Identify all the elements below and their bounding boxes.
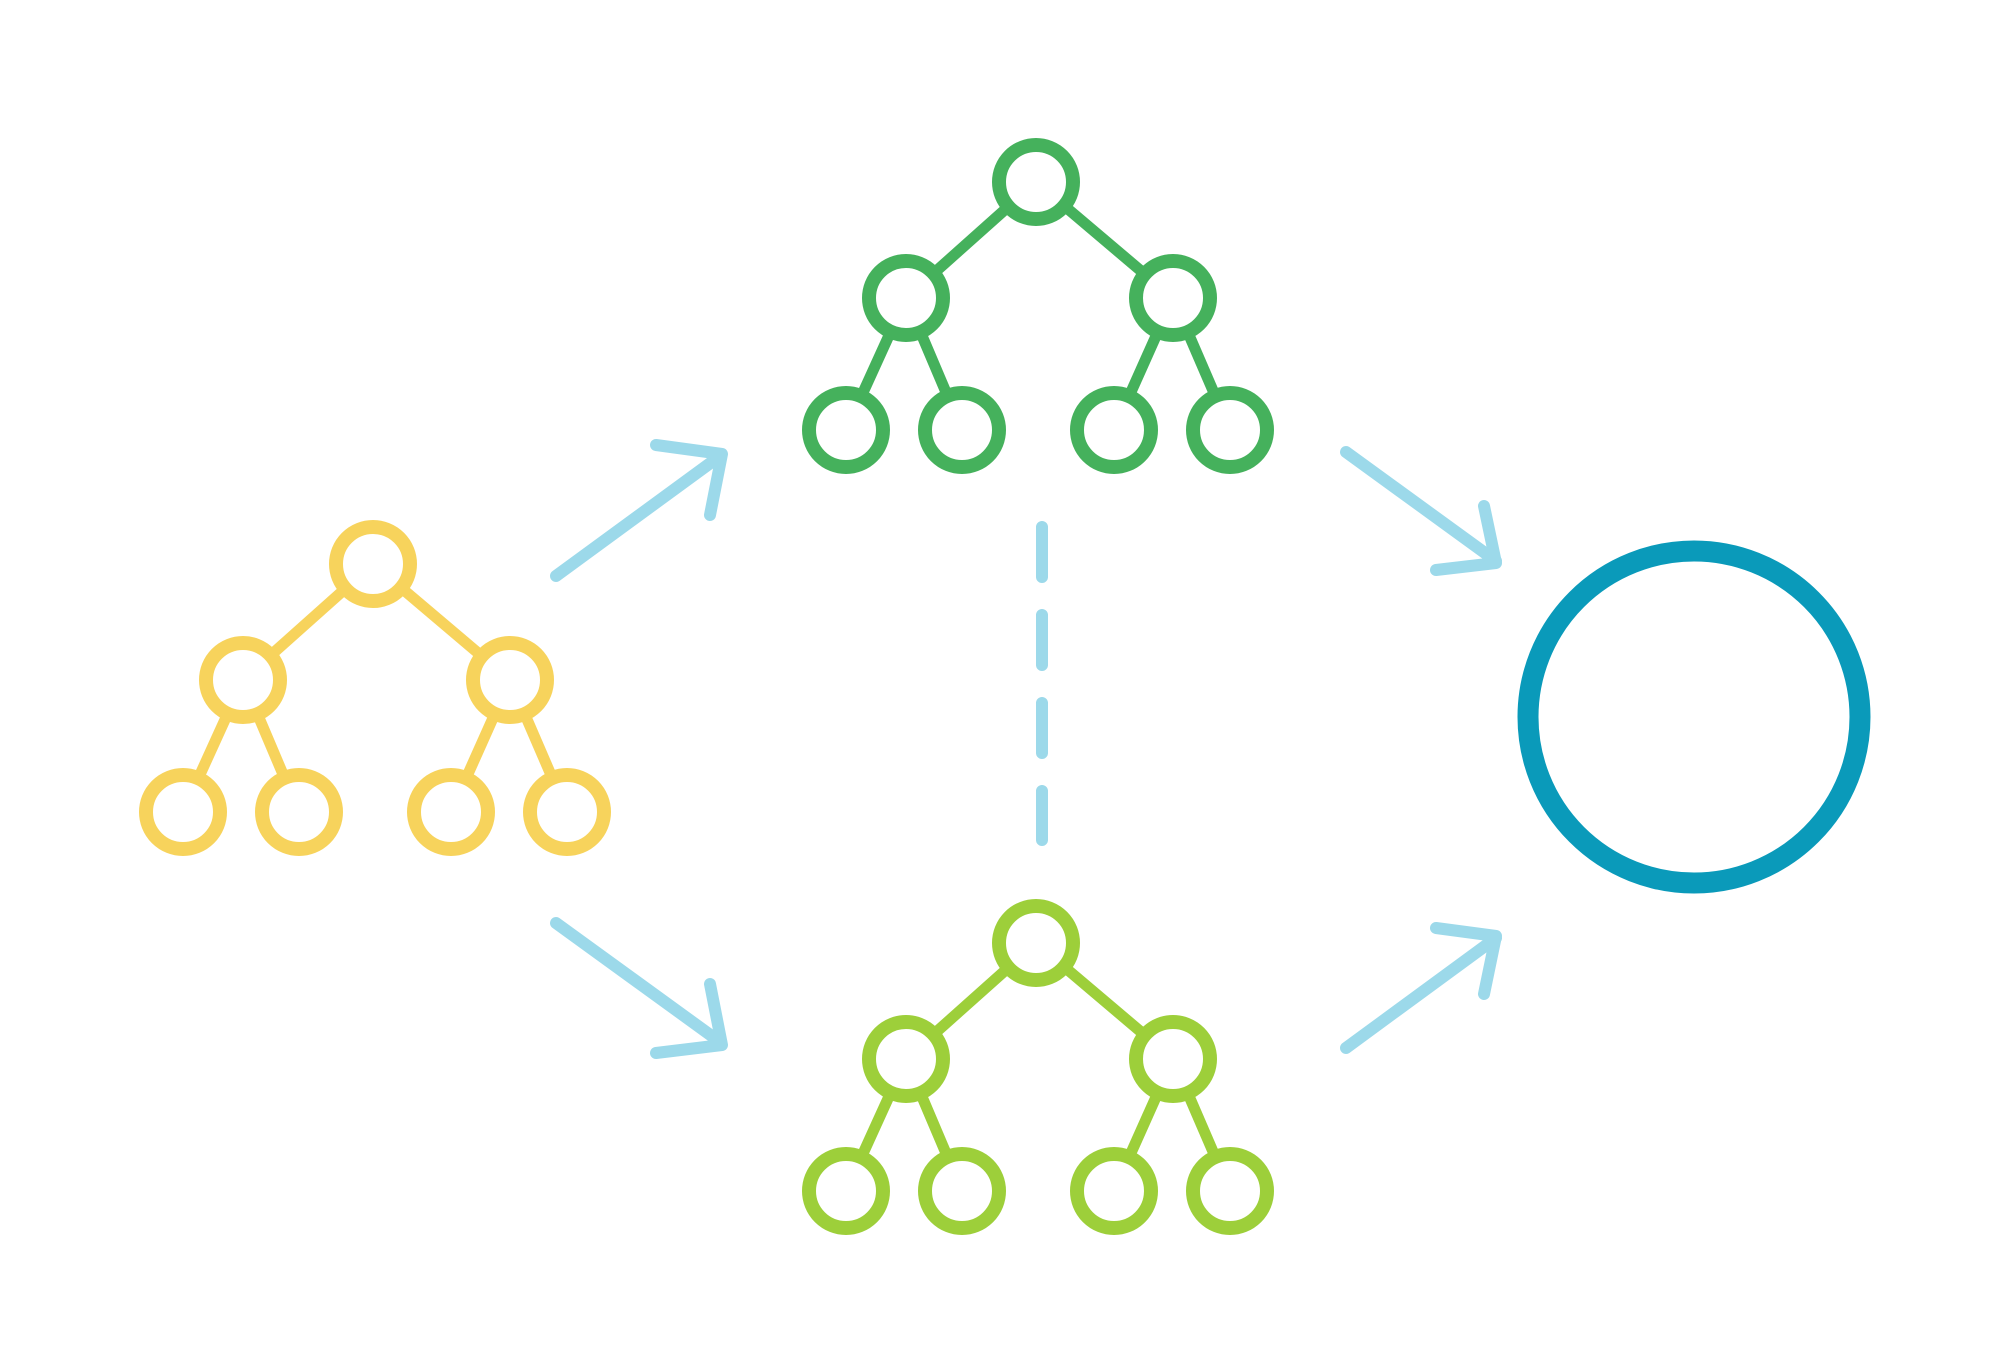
arrow-top-to-result xyxy=(1340,446,1502,576)
bottom-tree-edge xyxy=(916,1093,952,1157)
bottom-tree-edge xyxy=(857,1093,895,1157)
source-tree-node-5 xyxy=(407,768,495,856)
top-tree-node-6 xyxy=(1186,386,1274,474)
bottom-tree-edge xyxy=(932,965,1010,1037)
bottom-tree-node-3 xyxy=(802,1147,890,1235)
top-tree-node-1 xyxy=(862,254,950,342)
source-tree xyxy=(139,520,611,856)
arrow-source-to-top xyxy=(550,439,728,582)
source-tree-edge xyxy=(253,714,289,778)
top-tree-edge xyxy=(1125,332,1162,396)
top-tree xyxy=(802,138,1274,474)
source-tree-node-0 xyxy=(329,520,417,608)
top-tree-edge xyxy=(932,204,1010,276)
bottom-tree-node-5 xyxy=(1070,1147,1158,1235)
top-tree-node-2 xyxy=(1129,254,1217,342)
top-tree-edge xyxy=(1062,203,1147,277)
bottom-tree-node-0 xyxy=(992,899,1080,987)
top-tree-node-0 xyxy=(992,138,1080,226)
bottom-tree-node-4 xyxy=(918,1147,1006,1235)
bottom-tree-node-6 xyxy=(1186,1147,1274,1235)
top-tree-edge xyxy=(916,332,952,396)
source-tree-node-2 xyxy=(466,636,554,724)
source-tree-node-3 xyxy=(139,768,227,856)
source-tree-edge xyxy=(399,585,484,659)
bottom-tree-node-2 xyxy=(1129,1015,1217,1103)
top-tree-node-5 xyxy=(1070,386,1158,474)
arrow-bottom-to-result xyxy=(1340,922,1502,1054)
source-tree-edge xyxy=(194,714,232,778)
bottom-tree-edge xyxy=(1183,1093,1220,1157)
source-tree-node-6 xyxy=(523,768,611,856)
bottom-tree xyxy=(802,899,1274,1235)
result-circle-icon xyxy=(1517,540,1871,894)
top-tree-node-4 xyxy=(918,386,1006,474)
source-tree-edge xyxy=(520,714,557,778)
source-tree-node-4 xyxy=(255,768,343,856)
source-tree-node-1 xyxy=(199,636,287,724)
source-tree-edge xyxy=(462,714,499,778)
bottom-tree-node-1 xyxy=(862,1015,950,1103)
bottom-tree-edge xyxy=(1062,964,1147,1038)
connectors xyxy=(550,439,1502,1059)
top-tree-node-3 xyxy=(802,386,890,474)
bottom-tree-edge xyxy=(1125,1093,1162,1157)
top-tree-edge xyxy=(1183,332,1220,396)
top-tree-edge xyxy=(857,332,895,396)
source-tree-edge xyxy=(269,586,347,658)
arrow-source-to-bottom xyxy=(550,917,728,1059)
